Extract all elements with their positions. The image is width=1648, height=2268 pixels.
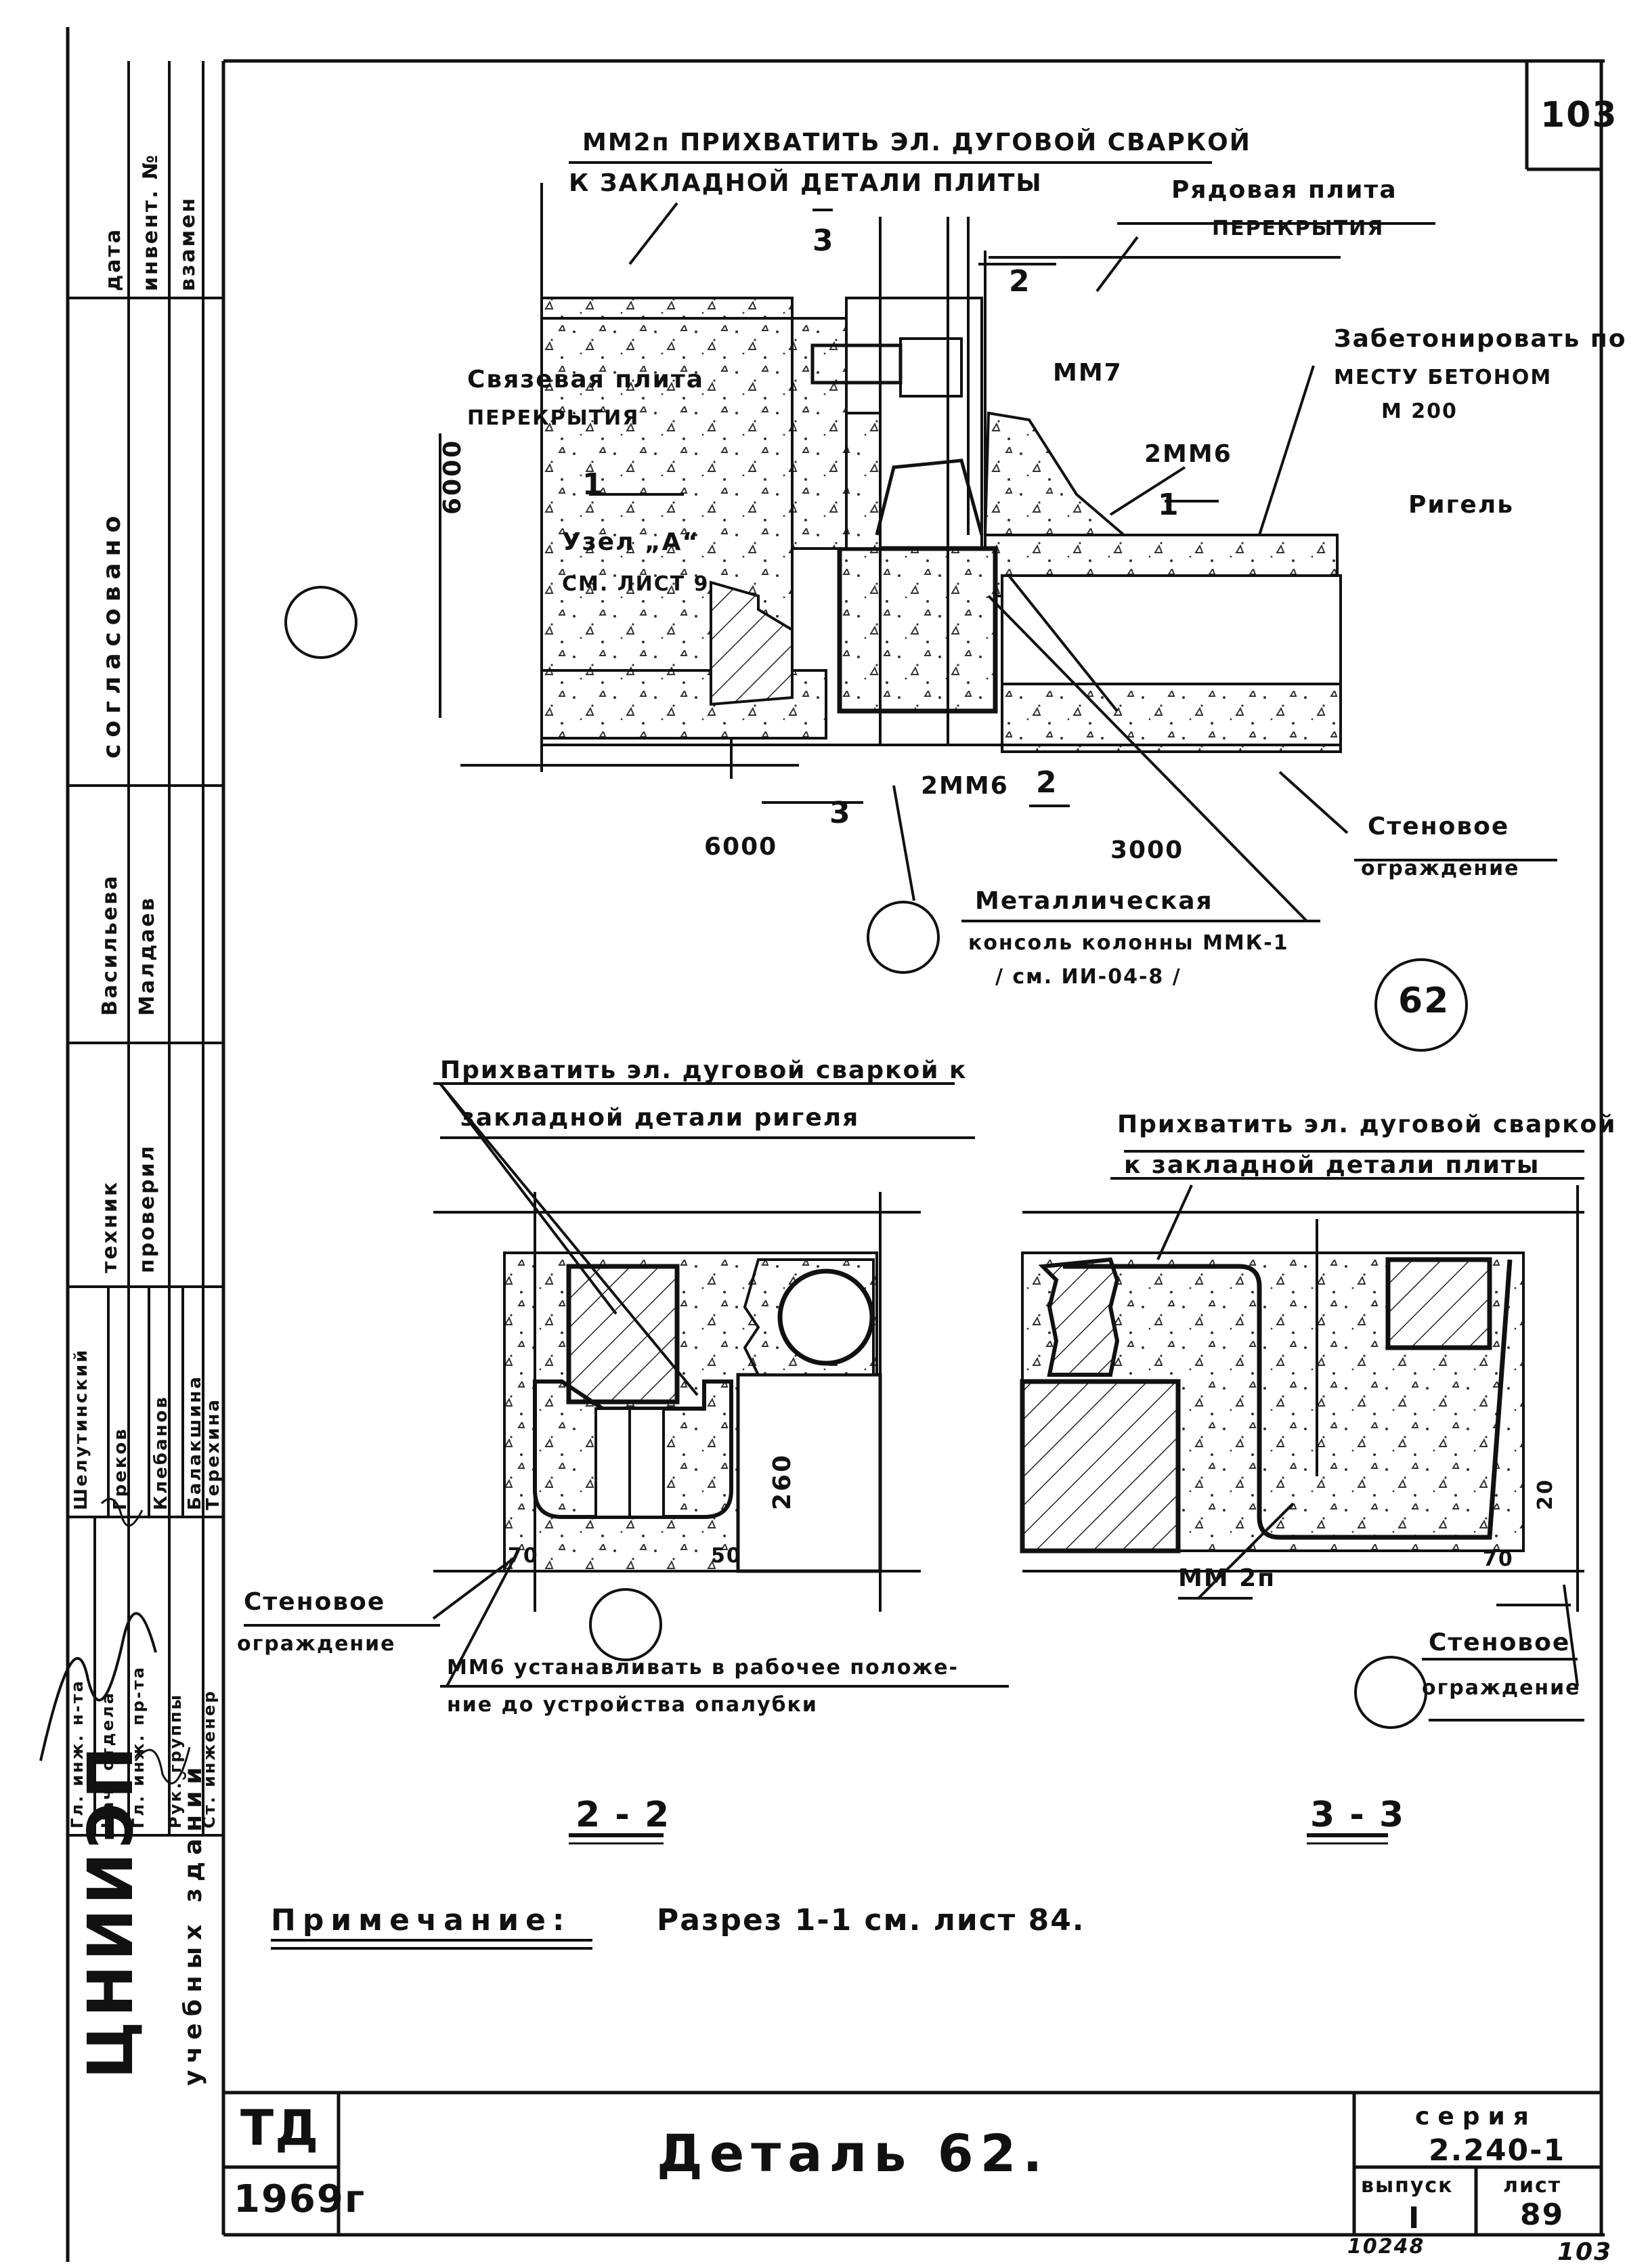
issue-value: I: [1408, 2201, 1421, 2235]
mm6-top-label: 2ММ6: [1144, 440, 1232, 468]
wall-label-top: Стеновое: [1368, 813, 1510, 840]
col-date: дата: [102, 227, 125, 291]
rigel-label: Ригель: [1408, 491, 1514, 519]
axis-bubble-left: [284, 586, 357, 659]
note-underline: [271, 1939, 592, 1950]
s22-dim-260: 260: [768, 1453, 796, 1510]
s22-dim-50: 50: [711, 1544, 742, 1568]
s33-dim-20: 20: [1534, 1478, 1557, 1510]
s33-note-1: Прихватить эл. дуговой сваркой: [1117, 1111, 1617, 1138]
node-a-ref: СМ. ЛИСТ 9: [562, 572, 710, 596]
col-inv: инвент. №: [139, 152, 162, 291]
console-label-2: консоль колонны ММК-1: [968, 931, 1289, 955]
side-stamp-lines: [68, 61, 223, 1837]
note-text: Разрез 1-1 см. лист 84.: [657, 1903, 1085, 1938]
section-mark-1-left: 1: [582, 467, 605, 502]
top-view-leaders: [439, 161, 1557, 922]
tie-slab-label-2: ПЕРЕКРЫТИЯ: [467, 406, 640, 430]
s22-dim-70: 70: [508, 1544, 539, 1568]
title-td: ТД: [240, 2099, 320, 2156]
sheet-value: 89: [1520, 2198, 1565, 2232]
section-mark-2-bottom: 2: [1036, 765, 1058, 800]
axis-bubble-bottom: [867, 901, 940, 974]
s22-wall-2: ограждение: [237, 1632, 396, 1656]
concrete-note-1: Забетонировать по: [1334, 325, 1627, 353]
agreed-label: согласовано: [98, 509, 126, 758]
s33-wall-2: ограждение: [1422, 1676, 1581, 1700]
series-value: 2.240-1: [1429, 2133, 1566, 2168]
bottom-left-code: 10248: [1347, 2235, 1425, 2259]
dim-6000-bottom: 6000: [704, 833, 778, 861]
s22-note-2: закладной детали ригеля: [460, 1104, 860, 1132]
name-maldaev: Малдаев: [135, 896, 159, 1016]
section-mark-3-bottom: 3: [829, 796, 852, 830]
s33-note-2: к закладной детали плиты: [1124, 1151, 1540, 1179]
sheet-frame: [66, 27, 1605, 2262]
concrete-note-3: М 200: [1381, 400, 1458, 423]
series-label: серия: [1415, 2103, 1537, 2131]
weld-note-line1: ММ2п ПРИХВАТИТЬ ЭЛ. ДУГОВОЙ СВАРКОЙ: [582, 129, 1251, 156]
mm6-bottom-label: 2ММ6: [921, 772, 1009, 800]
section-22-drawing: [244, 1082, 1009, 1845]
role-checked: проверил: [135, 1144, 159, 1273]
concrete-note-2: МЕСТУ БЕТОНОМ: [1334, 366, 1553, 389]
detail-callout-circle: [1374, 958, 1468, 1052]
s33-mm2p: ММ 2п: [1178, 1564, 1276, 1592]
signatures: [39, 1497, 191, 1784]
s33-dim-70: 70: [1483, 1547, 1514, 1571]
s22-note-1: Прихватить эл. дуговой сваркой к: [440, 1056, 968, 1084]
mm7-label: ММ7: [1053, 359, 1123, 387]
s33-title: 3 - 3: [1310, 1795, 1406, 1835]
title-block-lines: [223, 2091, 1601, 2235]
issue-label: выпуск: [1361, 2174, 1454, 2198]
s22-mm6-note-2: ние до устройства опалубки: [447, 1693, 818, 1717]
title-year: 1969г: [234, 2177, 366, 2221]
node-a-label: Узел „А“: [562, 528, 700, 556]
axis-bubble-22: [589, 1588, 662, 1661]
bottom-right-code: 103: [1557, 2238, 1613, 2266]
s33-wall-1: Стеновое: [1429, 1629, 1571, 1656]
row-slab-label: Рядовая плита: [1171, 176, 1397, 204]
dim-3000: 3000: [1110, 836, 1184, 864]
col-replace: взамен: [176, 196, 200, 291]
role-technician: техник: [98, 1180, 122, 1273]
axis-bubble-33: [1354, 1656, 1427, 1729]
detail-callout-number: 62: [1398, 981, 1450, 1021]
row-slab-label-2: ПЕРЕКРЫТИЯ: [1212, 217, 1385, 240]
s22-title: 2 - 2: [576, 1795, 671, 1835]
note-label: Примечание:: [271, 1903, 571, 1938]
top-view-drawing: [540, 183, 1342, 922]
s22-wall-1: Стеновое: [244, 1588, 386, 1616]
page-number: 103: [1540, 95, 1618, 135]
detail-title: Деталь 62.: [657, 2123, 1049, 2183]
weld-note-line2: К ЗАКЛАДНОЙ ДЕТАЛИ ПЛИТЫ: [569, 169, 1043, 197]
section-mark-2-top: 2: [1009, 264, 1031, 299]
name-vasilyeva: Васильева: [98, 874, 122, 1016]
dim-6000-vertical: 6000: [439, 438, 467, 515]
console-label-1: Металлическая: [975, 887, 1213, 915]
s22-mm6-note-1: ММ6 устанавливать в рабочее положе-: [447, 1656, 959, 1679]
section-mark-1-right: 1: [1158, 488, 1180, 522]
section-33-drawing: [1020, 1150, 1584, 1845]
wall-label-top-2: ограждение: [1361, 857, 1520, 880]
tie-slab-label: Связевая плита: [467, 366, 704, 393]
section-mark-3-top: 3: [812, 223, 835, 258]
console-label-3: / см. ИИ-04-8 /: [995, 965, 1181, 989]
sheet-label: лист: [1503, 2174, 1562, 2198]
